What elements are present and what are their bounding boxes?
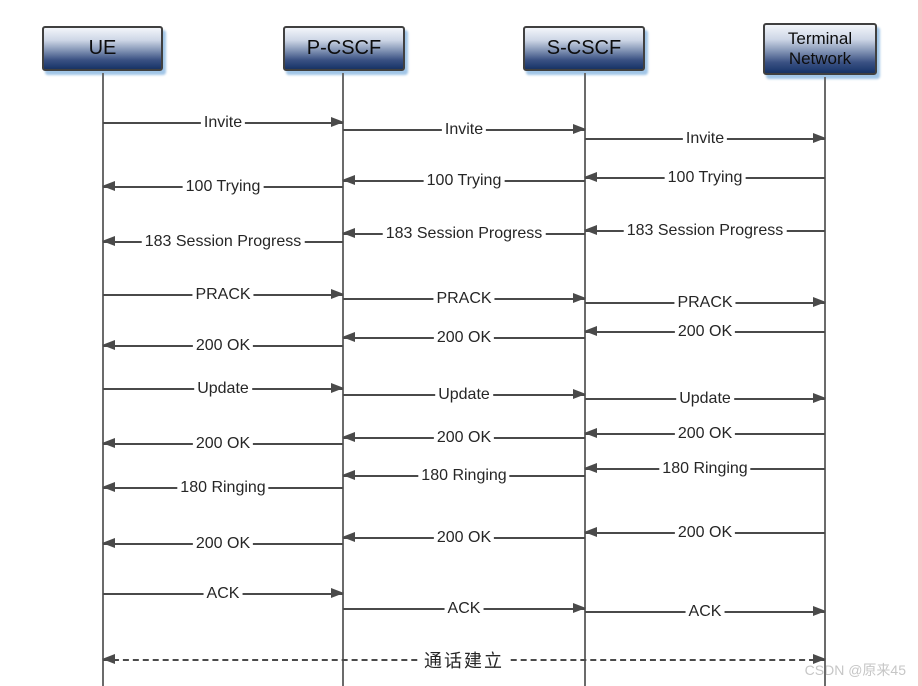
arrowhead-right-icon [813, 654, 826, 664]
message-label: 200 OK [674, 425, 736, 443]
arrowhead-left-icon [342, 470, 355, 480]
actor-box-ue: UE [42, 26, 163, 71]
message-label: 180 Ringing [418, 467, 510, 485]
arrowhead-left-icon [102, 340, 115, 350]
message-label: ACK [444, 600, 484, 618]
arrowhead-right-icon [331, 289, 344, 299]
message-label: 200 OK [192, 435, 254, 453]
message-label: Invite [682, 130, 728, 148]
message-label: 100 Trying [423, 172, 505, 190]
arrowhead-left-icon [102, 181, 115, 191]
arrowhead-left-icon [584, 463, 597, 473]
message-label: 通话建立 [421, 647, 507, 673]
actor-label-pcscf: P-CSCF [306, 37, 382, 59]
arrowhead-right-icon [331, 117, 344, 127]
lifeline-pcscf [342, 73, 344, 686]
message-label: 183 Session Progress [623, 222, 787, 240]
message-label: ACK [685, 603, 725, 621]
arrowhead-left-icon [584, 428, 597, 438]
arrowhead-right-icon [573, 293, 586, 303]
arrowhead-left-icon [342, 432, 355, 442]
message-label: PRACK [674, 294, 736, 312]
actor-box-terminal: Terminal Network [763, 23, 877, 75]
arrowhead-right-icon [813, 393, 826, 403]
message-label: 183 Session Progress [382, 225, 546, 243]
message-label: Update [435, 386, 493, 404]
actor-label-scscf: S-CSCF [546, 37, 622, 59]
actor-label-ue: UE [88, 37, 117, 59]
arrowhead-left-icon [102, 236, 115, 246]
message-label: 100 Trying [182, 178, 264, 196]
message-label: ACK [203, 585, 243, 603]
arrowhead-left-icon [102, 438, 115, 448]
message-label: 180 Ringing [177, 479, 269, 497]
arrowhead-left-icon [584, 326, 597, 336]
message-label: 200 OK [433, 429, 495, 447]
arrowhead-left-icon [342, 332, 355, 342]
lifeline-ue [102, 73, 104, 686]
arrowhead-right-icon [813, 133, 826, 143]
right-edge-strip [918, 0, 922, 686]
arrowhead-left-icon [342, 532, 355, 542]
message-label: 200 OK [674, 524, 736, 542]
message-label: Update [194, 380, 252, 398]
message-label: 180 Ringing [659, 460, 751, 478]
arrowhead-left-icon [342, 228, 355, 238]
watermark: CSDN @原来45 [804, 662, 906, 678]
lifeline-scscf [584, 73, 586, 686]
message-label: 200 OK [192, 337, 254, 355]
message-label: PRACK [192, 286, 254, 304]
arrowhead-left-icon [584, 172, 597, 182]
arrowhead-right-icon [813, 606, 826, 616]
arrowhead-right-icon [573, 603, 586, 613]
arrowhead-right-icon [331, 588, 344, 598]
message-label: 100 Trying [664, 169, 746, 187]
arrowhead-left-icon [584, 527, 597, 537]
arrowhead-left-icon [584, 225, 597, 235]
message-label: PRACK [433, 290, 495, 308]
message-label: Update [676, 390, 734, 408]
message-label: Invite [200, 114, 246, 132]
message-label: 200 OK [433, 529, 495, 547]
message-label: 200 OK [192, 535, 254, 553]
arrowhead-right-icon [573, 389, 586, 399]
arrowhead-left-icon [342, 175, 355, 185]
arrowhead-left-icon [102, 538, 115, 548]
arrowhead-right-icon [813, 297, 826, 307]
actor-box-pcscf: P-CSCF [283, 26, 405, 71]
message-label: 183 Session Progress [141, 233, 305, 251]
arrowhead-right-icon [573, 124, 586, 134]
lifeline-terminal [824, 77, 826, 686]
message-label: 200 OK [674, 323, 736, 341]
arrowhead-right-icon [331, 383, 344, 393]
arrowhead-left-icon [102, 482, 115, 492]
arrowhead-left-icon [102, 654, 115, 664]
actor-box-scscf: S-CSCF [523, 26, 645, 71]
actor-label-terminal: Terminal Network [787, 29, 853, 68]
message-label: 200 OK [433, 329, 495, 347]
message-label: Invite [441, 121, 487, 139]
